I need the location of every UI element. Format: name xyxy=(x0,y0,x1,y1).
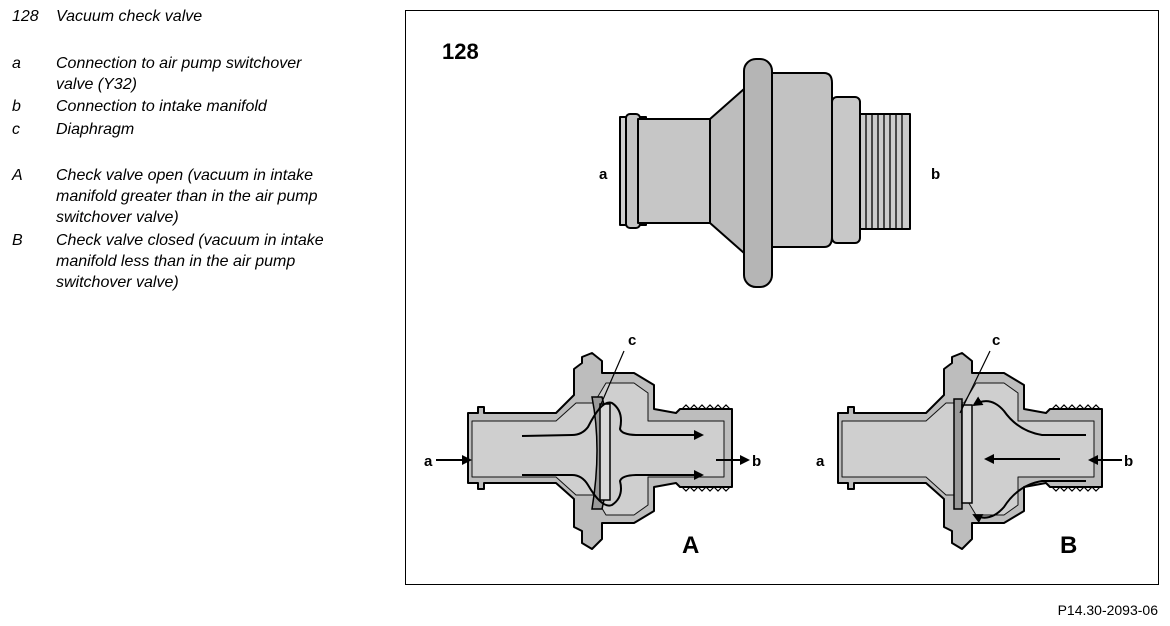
legend-line: switchover valve) xyxy=(56,209,179,226)
legend-key: a xyxy=(12,55,21,72)
legend-key: c xyxy=(12,121,20,138)
legend-line: Check valve closed (vacuum in intake xyxy=(56,232,324,249)
top-label-b: b xyxy=(931,166,940,183)
valve-illustration: 128 a b xyxy=(424,39,1133,559)
legend-title-key: 128 xyxy=(12,8,39,25)
section-B xyxy=(837,350,1122,550)
legend-line: manifold less than in the air pump xyxy=(56,253,296,270)
figure-reference: P14.30-2093-06 xyxy=(1057,602,1158,618)
thread-lines xyxy=(865,114,903,229)
legend-line: Diaphragm xyxy=(56,121,135,138)
top-label-a: a xyxy=(599,166,608,183)
legend-line: Connection to air pump switchover xyxy=(56,55,302,72)
section-B-label-a: a xyxy=(816,453,825,470)
section-A-label-a: a xyxy=(424,453,433,470)
legend-line: valve (Y32) xyxy=(56,76,137,93)
section-B-label-b: b xyxy=(1124,453,1133,470)
figure-number: 128 xyxy=(442,39,479,64)
legend-key: A xyxy=(12,167,23,184)
section-B-label-c: c xyxy=(992,332,1000,349)
legend-line: switchover valve) xyxy=(56,274,179,291)
section-A-label-b: b xyxy=(752,453,761,470)
legend-line: manifold greater than in the air pump xyxy=(56,188,318,205)
section-A xyxy=(436,350,750,550)
section-A-caption: A xyxy=(682,532,699,559)
section-A-label-c: c xyxy=(628,332,636,349)
legend-line: Check valve open (vacuum in intake xyxy=(56,167,314,184)
legend-key: b xyxy=(12,98,21,115)
section-B-caption: B xyxy=(1060,532,1077,559)
legend-line: Connection to intake manifold xyxy=(56,98,267,115)
figure-frame: 128 a b xyxy=(405,10,1159,585)
legend-key: B xyxy=(12,232,23,249)
legend-title-text: Vacuum check valve xyxy=(56,8,203,25)
